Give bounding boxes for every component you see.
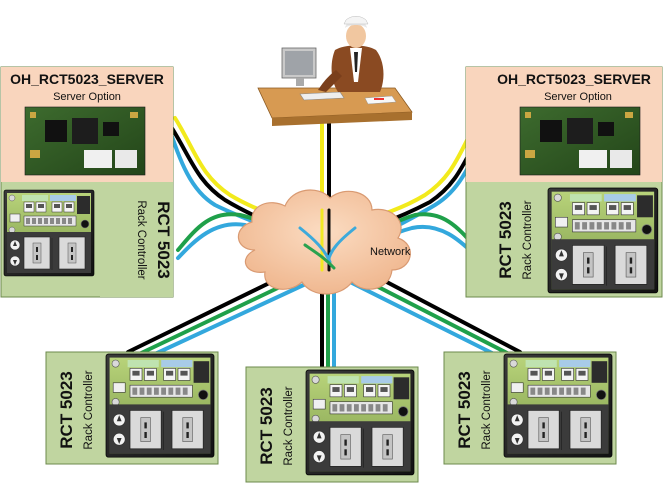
server-option-left: OH_RCT5023_SERVER Server Option RCT 5023…	[0, 66, 174, 298]
controller-left-subtitle: Rack Controller	[135, 200, 147, 279]
operator-workstation-icon	[257, 16, 413, 126]
server-option-left-subtitle: Server Option	[53, 91, 121, 103]
controller-bottom-left-title: RCT 5023	[57, 371, 76, 448]
controller-right-title: RCT 5023	[496, 201, 515, 278]
rack-controller-device	[305, 369, 415, 476]
server-option-right-subtitle: Server Option	[544, 91, 612, 103]
server-option-right: OH_RCT5023_SERVER Server Option RCT 5023…	[465, 66, 663, 298]
network-cloud: Network	[237, 189, 411, 295]
network-label: Network	[370, 246, 411, 258]
server-option-left-title: OH_RCT5023_SERVER	[10, 71, 164, 87]
controller-bottom-center-subtitle: Rack Controller	[283, 386, 295, 465]
server-option-board-icon	[519, 106, 641, 176]
controller-left-title: RCT 5023	[154, 201, 173, 278]
controller-bottom-right-title: RCT 5023	[455, 371, 474, 448]
server-option-board-icon	[24, 106, 146, 176]
rack-controller-device-left	[3, 189, 95, 277]
rack-controller-device	[105, 353, 215, 458]
server-option-right-title: OH_RCT5023_SERVER	[497, 71, 651, 87]
rack-controller-bottom-right: RCT 5023 Rack Controller	[443, 351, 617, 465]
rack-controller-bottom-left: RCT 5023 Rack Controller	[45, 351, 219, 465]
controller-bottom-center-title: RCT 5023	[257, 387, 276, 464]
controller-bottom-right-subtitle: Rack Controller	[481, 370, 493, 449]
rack-controller-bottom-center: RCT 5023 Rack Controller	[245, 366, 419, 483]
rack-controller-device	[503, 353, 613, 458]
controller-right-subtitle: Rack Controller	[522, 200, 534, 279]
rack-controller-device-right	[547, 187, 659, 294]
controller-bottom-left-subtitle: Rack Controller	[83, 370, 95, 449]
